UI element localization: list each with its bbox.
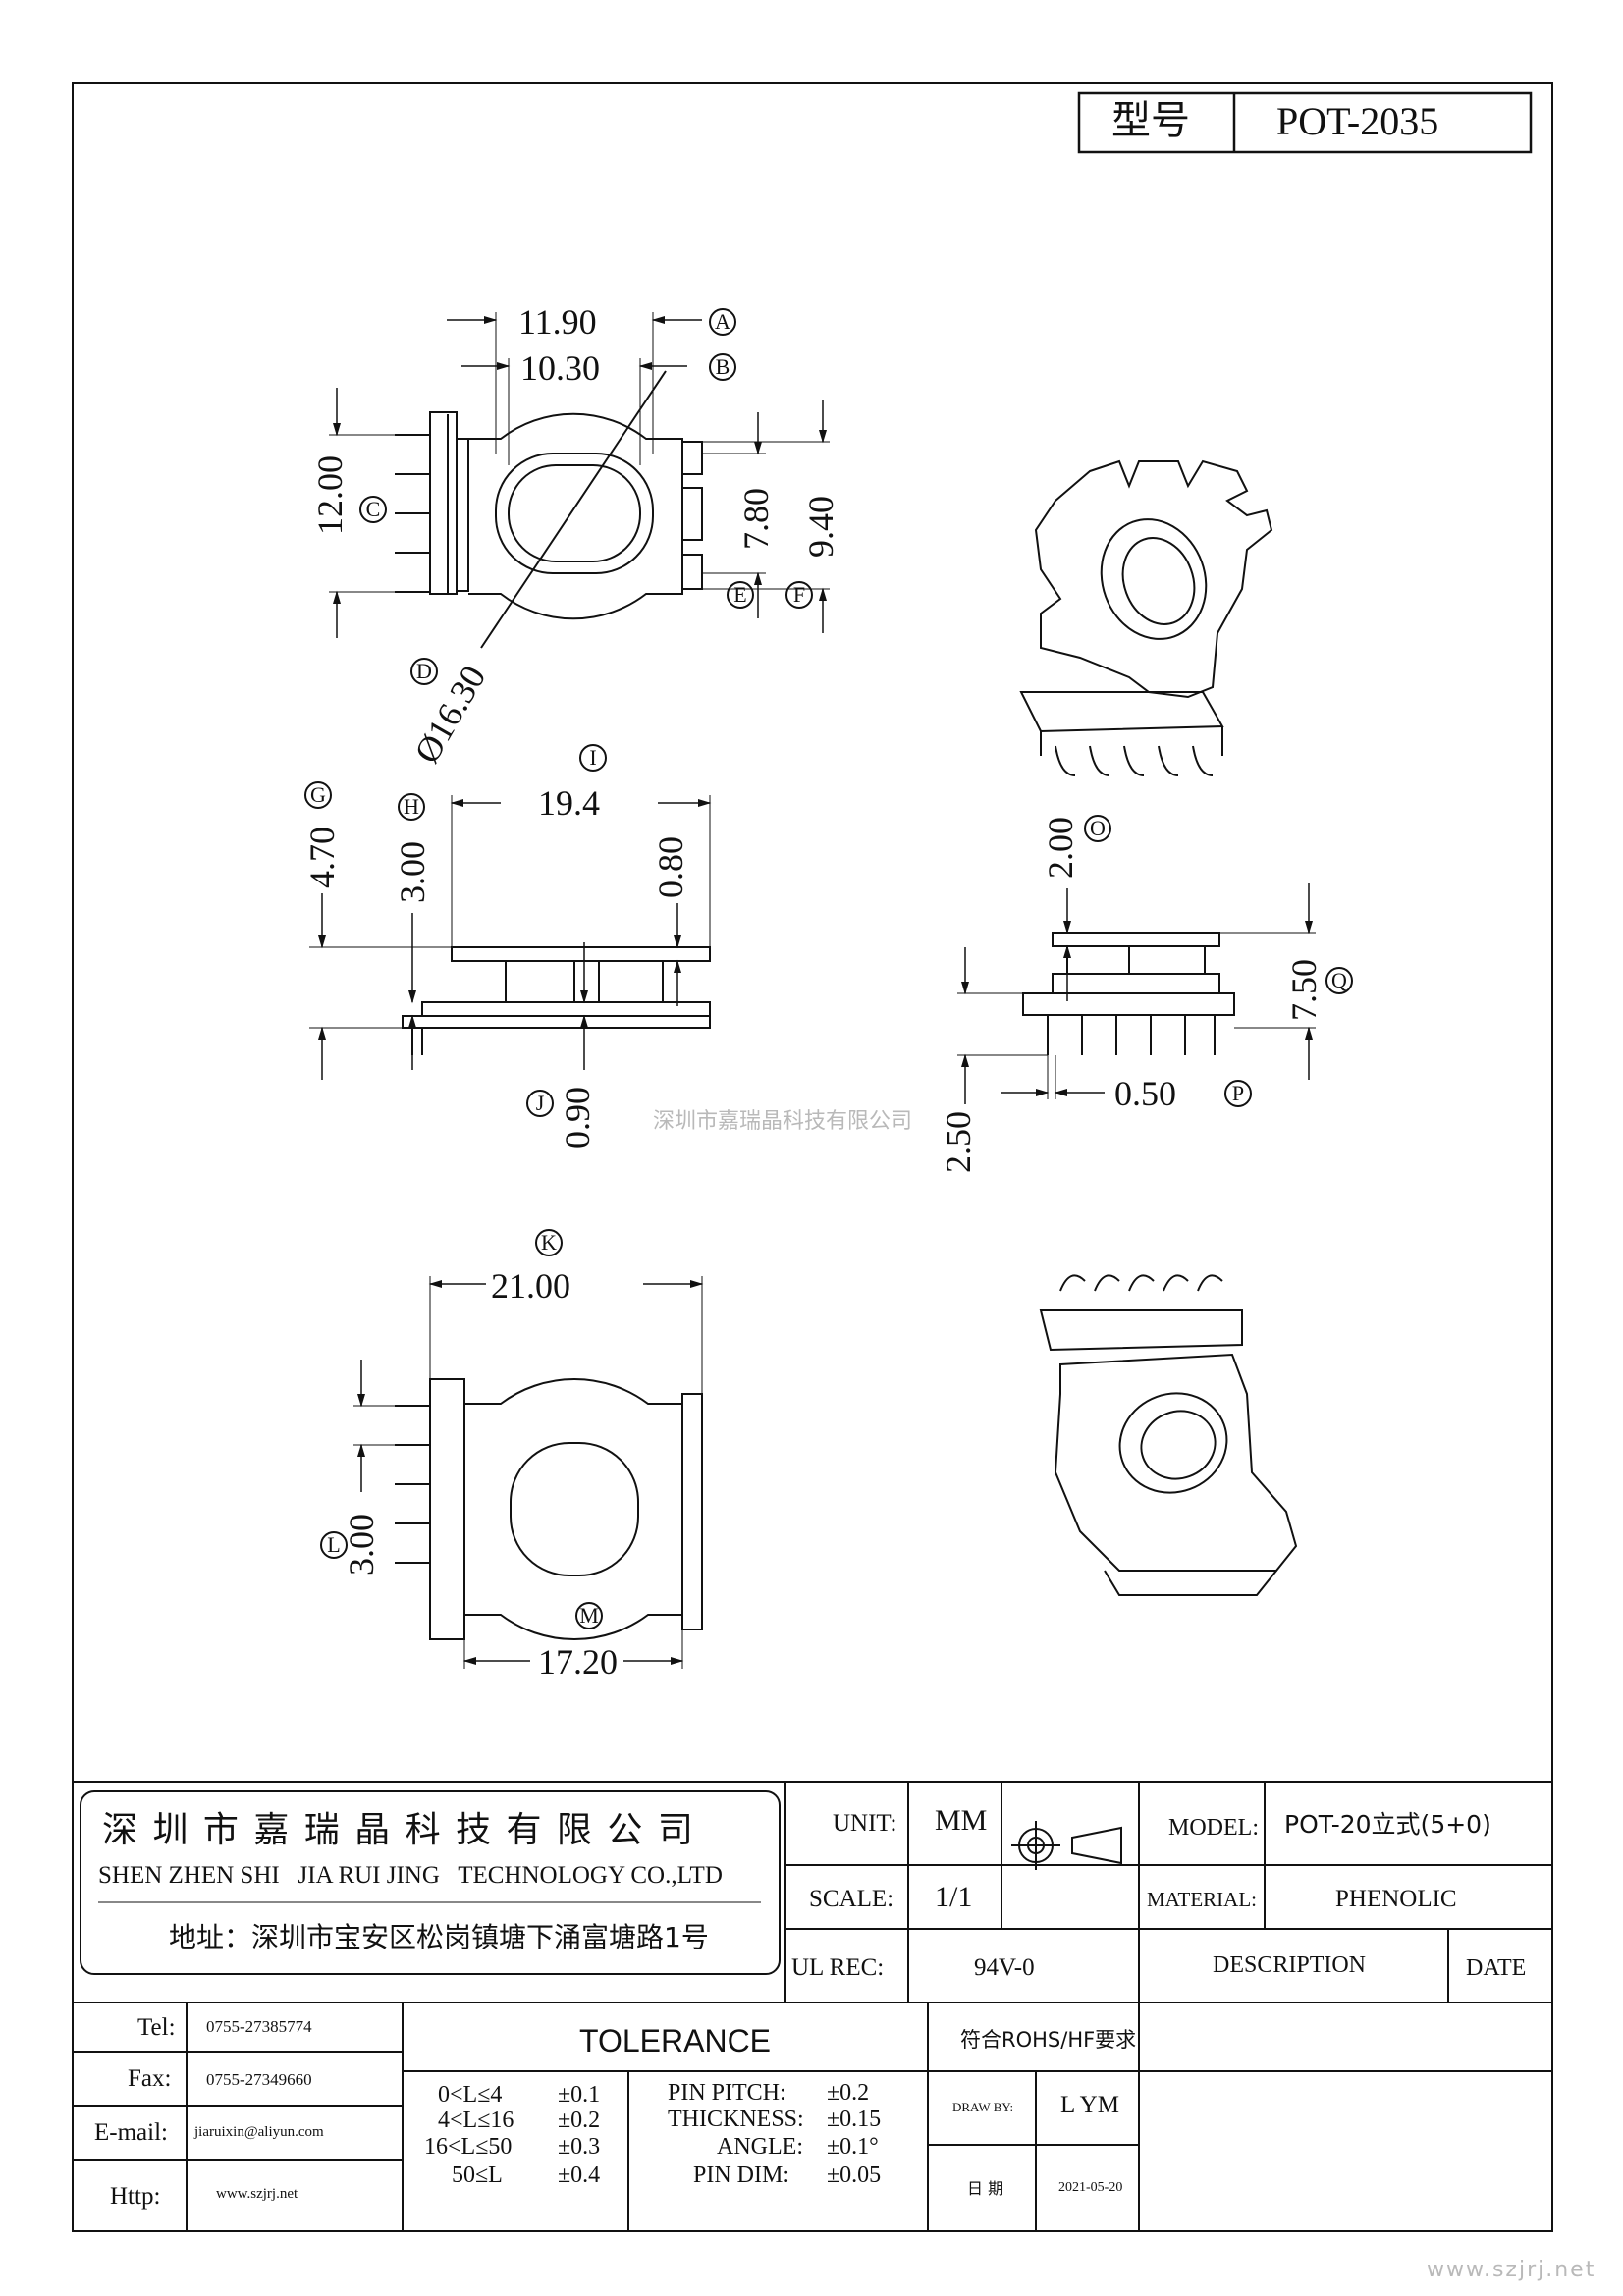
tol-value-4: ±0.4 — [558, 2163, 601, 2188]
dim-g-value: 4.70 — [302, 827, 342, 888]
tol-range-2: 4<L≤16 — [438, 2108, 514, 2133]
material-label: MATERIAL: — [1147, 1888, 1257, 1911]
dim-g-ref: G — [304, 781, 332, 809]
email-value: jiaruixin@aliyun.com — [194, 2124, 324, 2140]
dim-m-ref: M — [575, 1602, 603, 1629]
dim-p-ref: P — [1224, 1080, 1252, 1107]
tol-spec-1: PIN PITCH: — [668, 2080, 786, 2106]
dim-n-value: 0.80 — [651, 836, 690, 898]
unit-value: MM — [935, 1804, 988, 1837]
side-view — [309, 795, 712, 1080]
dim-k-ref: K — [535, 1229, 563, 1256]
dim-f-value: 9.40 — [801, 496, 840, 558]
projection-symbol-icon — [1011, 1821, 1122, 1870]
ul-label: UL REC: — [791, 1954, 885, 1981]
email-label: E-mail: — [94, 2119, 168, 2146]
dim-a-value: 11.90 — [518, 302, 597, 342]
dim-b-value: 10.30 — [520, 348, 600, 388]
dim-e-value: 7.80 — [736, 488, 776, 550]
tol-range-4: 50≤L — [452, 2163, 503, 2188]
drawn-by-value: L YM — [1060, 2092, 1119, 2118]
dim-f-ref: F — [785, 581, 813, 609]
footer-url: www.szjrj.net — [1427, 2258, 1596, 2282]
unit-label: UNIT: — [833, 1810, 897, 1837]
tol-range-1: 0<L≤4 — [438, 2082, 503, 2108]
tol-value-1: ±0.1 — [558, 2082, 601, 2108]
date-header: DATE — [1466, 1955, 1527, 1981]
isometric-view-bottom — [1039, 1274, 1298, 1596]
dim-h-ref: H — [398, 793, 425, 821]
http-label: Http: — [110, 2183, 161, 2210]
dim-h-value: 3.00 — [393, 841, 432, 903]
tol-range-3: 16<L≤50 — [424, 2134, 513, 2160]
tol-spec-4: PIN DIM: — [693, 2163, 790, 2188]
model-field-value: POT-20立式(5+0) — [1284, 1810, 1491, 1839]
dim-k-value: 21.00 — [491, 1266, 570, 1306]
tel-label: Tel: — [137, 2014, 176, 2041]
bottom-view — [353, 1276, 704, 1669]
dim-q-ref: Q — [1325, 967, 1353, 994]
center-watermark: 深圳市嘉瑞晶科技有限公司 — [653, 1109, 913, 1134]
company-address: 地址：深圳市宝安区松岗镇塘下涌富塘路1号 — [169, 1921, 709, 1953]
fax-label: Fax: — [128, 2065, 172, 2092]
http-value: www.szjrj.net — [216, 2186, 298, 2202]
tol-spec-value-2: ±0.15 — [827, 2107, 882, 2132]
scale-label: SCALE: — [809, 1886, 894, 1912]
dim-c-value: 12.00 — [310, 455, 350, 535]
dim-a-ref: A — [709, 308, 736, 336]
dim-o-value: 2.00 — [1041, 817, 1080, 879]
drawn-by-label: DRAW BY: — [952, 2100, 1014, 2114]
dim-d-ref: D — [410, 658, 438, 685]
date-value: 2021-05-20 — [1058, 2180, 1123, 2195]
date-cn-label: 日 期 — [967, 2179, 1004, 2198]
material-value: PHENOLIC — [1335, 1886, 1457, 1912]
dim-q-value: 7.50 — [1284, 959, 1324, 1021]
description-header: DESCRIPTION — [1213, 1952, 1367, 1978]
dim-i-ref: I — [579, 744, 607, 772]
ul-value: 94V-0 — [974, 1954, 1035, 1981]
title-block — [73, 1781, 1552, 2232]
tol-spec-value-3: ±0.1° — [827, 2134, 879, 2160]
dim-e-ref: E — [727, 581, 754, 609]
isometric-view-top — [1019, 459, 1273, 776]
front-view — [957, 883, 1316, 1104]
dim-j-ref: J — [526, 1090, 554, 1117]
dim-p-value: 0.50 — [1114, 1074, 1176, 1113]
tol-spec-value-1: ±0.2 — [827, 2080, 870, 2106]
dim-l-ref: L — [320, 1531, 348, 1559]
tol-value-2: ±0.2 — [558, 2108, 601, 2133]
model-label: 型号 — [1111, 98, 1190, 143]
company-name-en: SHEN ZHEN SHI JIA RUI JING TECHNOLOGY CO… — [98, 1862, 723, 1889]
scale-value: 1/1 — [935, 1881, 973, 1913]
dim-m-value: 17.20 — [538, 1642, 618, 1682]
tol-spec-2: THICKNESS: — [668, 2107, 804, 2132]
fax-value: 0755-27349660 — [206, 2070, 312, 2089]
model-field-label: MODEL: — [1168, 1815, 1259, 1841]
tol-spec-value-4: ±0.05 — [827, 2163, 882, 2188]
model-box — [1077, 91, 1533, 154]
model-number: POT-2035 — [1276, 99, 1439, 143]
dim-b-ref: B — [709, 353, 736, 381]
tol-value-3: ±0.3 — [558, 2134, 601, 2160]
dim-r-value: 2.50 — [939, 1111, 978, 1173]
tel-value: 0755-27385774 — [206, 2017, 312, 2036]
dim-c-ref: C — [359, 496, 387, 523]
dim-o-ref: O — [1084, 815, 1111, 842]
dim-j-value: 0.90 — [558, 1087, 597, 1148]
rohs-note: 符合ROHS/HF要求 — [960, 2028, 1137, 2052]
dim-l-value: 3.00 — [342, 1514, 381, 1575]
tol-spec-3: ANGLE: — [717, 2134, 803, 2160]
top-view — [329, 312, 830, 649]
dim-i-value: 19.4 — [538, 783, 600, 823]
tolerance-title: TOLERANCE — [579, 2023, 772, 2058]
company-name-cn: 深 圳 市 嘉 瑞 晶 科 技 有 限 公 司 — [102, 1810, 695, 1850]
